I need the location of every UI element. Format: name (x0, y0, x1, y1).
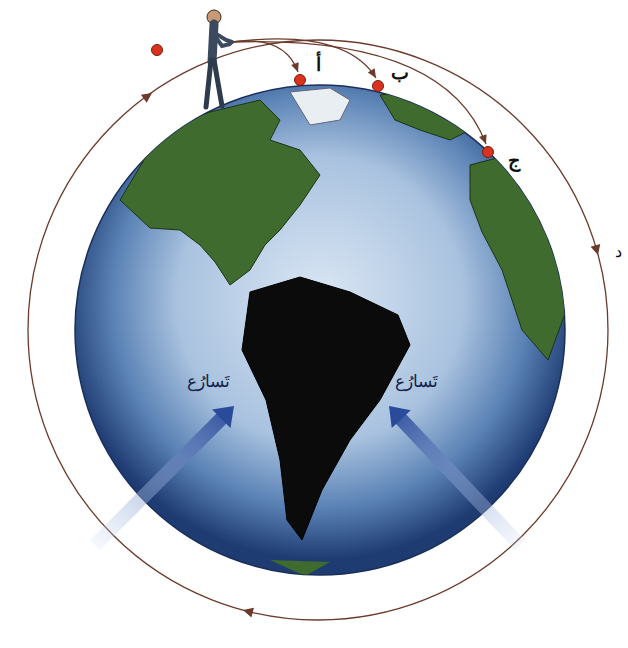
force-label: تَسارُع (187, 371, 230, 391)
antarctica (270, 560, 330, 576)
person (206, 10, 232, 107)
point-label: ج (508, 149, 520, 172)
ball (295, 75, 306, 86)
south-america (242, 277, 410, 540)
ball (373, 81, 384, 92)
ball (152, 45, 163, 56)
force-arrowhead (379, 397, 410, 428)
continents (120, 88, 570, 576)
north-america (120, 100, 320, 285)
trajectory-arrowhead (291, 62, 302, 73)
ball (483, 147, 494, 158)
trajectory (232, 39, 376, 78)
greenland (290, 88, 350, 125)
trajectory (232, 42, 486, 144)
force-label: تَسارُع (395, 371, 438, 391)
trajectory (232, 41, 298, 72)
force-arrowhead (212, 397, 243, 428)
force-arrow (95, 418, 222, 545)
orbit-path (28, 40, 608, 620)
trajectory-arrowhead (479, 134, 490, 145)
orbit-arrowhead (591, 244, 603, 256)
point-label: د (615, 242, 622, 261)
europe (380, 90, 470, 140)
africa (470, 152, 570, 360)
force-arrow (400, 418, 520, 545)
orbit-arrowhead (141, 89, 155, 103)
orbit-arrowhead (242, 605, 254, 617)
trajectory-arrowhead (368, 68, 380, 80)
point-label: ب (391, 61, 409, 84)
earth (75, 85, 565, 575)
point-label: أ (316, 53, 321, 76)
